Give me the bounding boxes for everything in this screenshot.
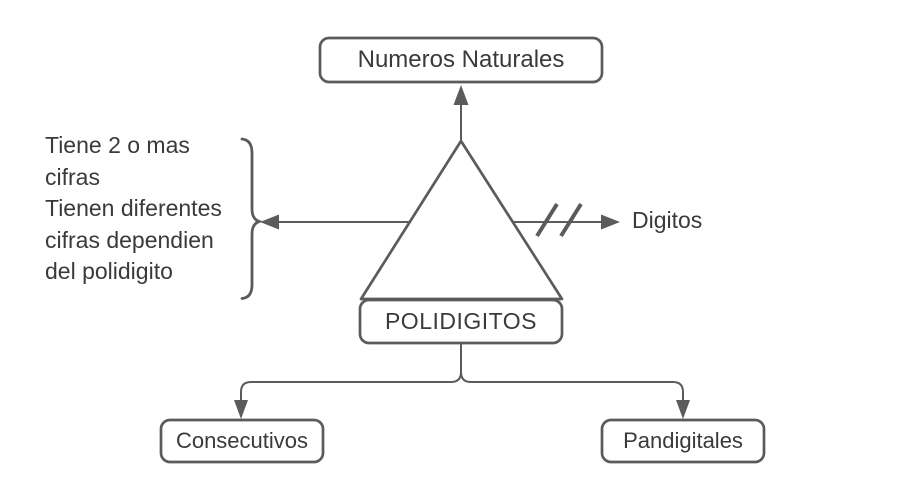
connector-to-consecutivos <box>240 371 462 414</box>
node-box-consecutivos <box>159 418 325 464</box>
node-label-pandigitales: Pandigitales <box>623 428 743 453</box>
slash-tick-1-icon <box>535 202 559 238</box>
digitos-arrow-label: Digitos <box>632 207 703 233</box>
node-box-numeros-naturales <box>318 36 604 84</box>
arrowhead-down-right-icon <box>676 400 690 419</box>
node-box-pandigitales <box>600 418 766 464</box>
arrowhead-right-icon <box>601 214 620 230</box>
curly-brace-shape <box>240 137 264 300</box>
triangle-shape <box>359 139 564 301</box>
node-label-polidigitos: POLIDIGITOS <box>384 308 538 334</box>
connector-to-pandigitales <box>460 371 684 414</box>
arrowhead-left-icon <box>260 214 279 230</box>
left-note-text: Tiene 2 o mas cifras Tienen diferentes c… <box>45 132 222 285</box>
arrowhead-up-icon <box>453 85 469 105</box>
node-label-consecutivos: Consecutivos <box>175 428 309 453</box>
slash-tick-2-icon <box>559 202 583 238</box>
node-box-polidigitos <box>358 298 564 345</box>
arrowhead-down-left-icon <box>234 400 248 419</box>
node-label-numeros-naturales: Numeros Naturales <box>357 46 565 73</box>
